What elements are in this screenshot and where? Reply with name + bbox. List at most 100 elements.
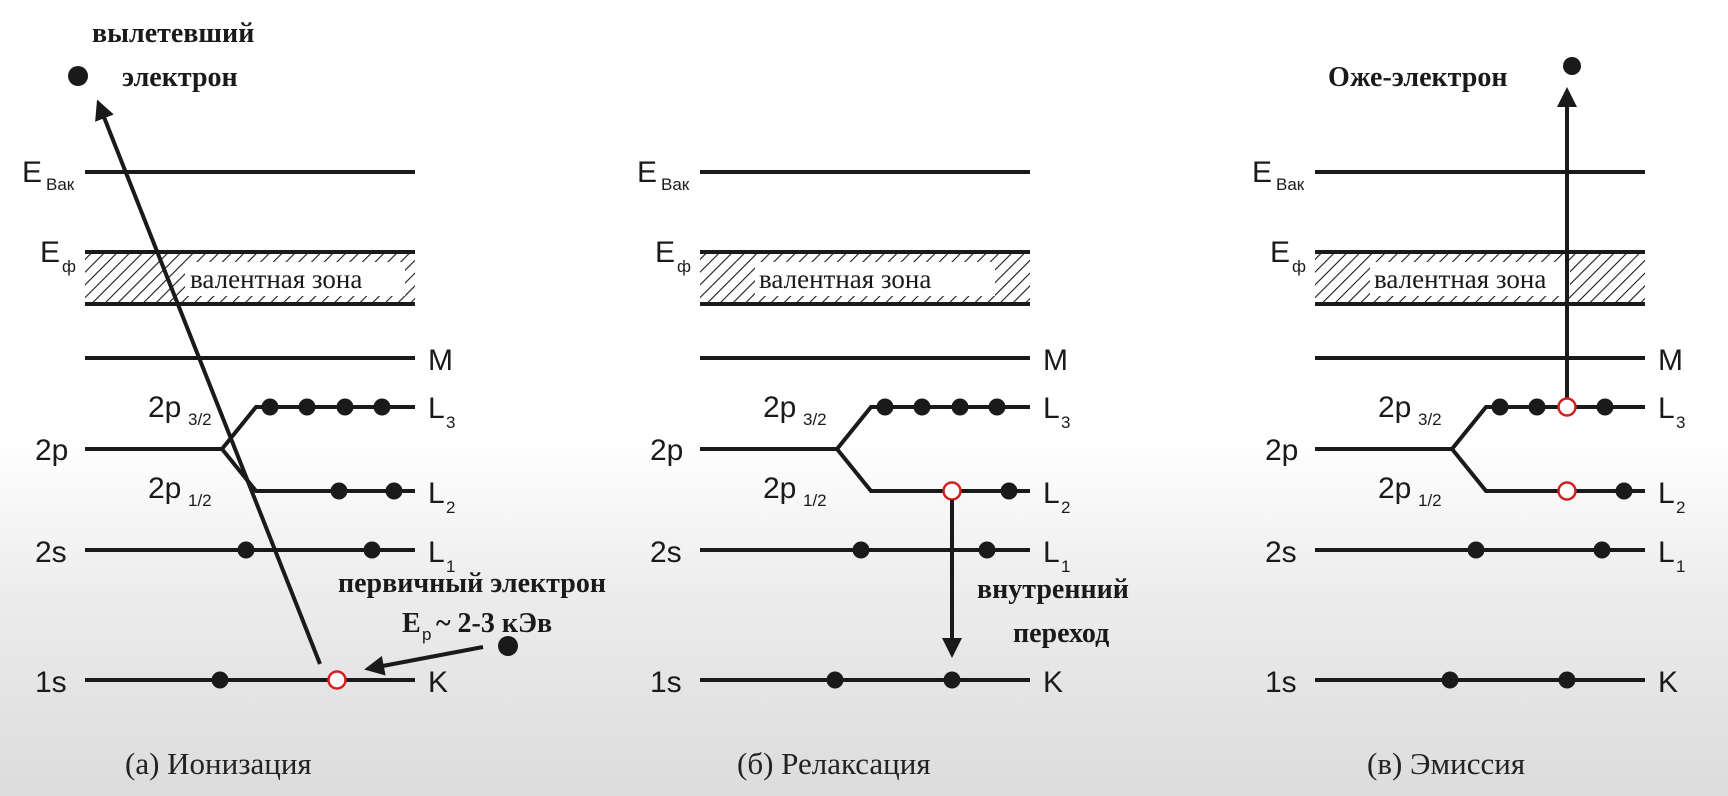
e-vac-sub: Вак	[46, 175, 75, 194]
one-s-label: 1s	[35, 666, 67, 699]
two-p12-sub: 1/2	[188, 491, 212, 510]
electron-l1	[363, 541, 381, 559]
two-p12-sub: 1/2	[803, 491, 827, 510]
two-p12-label: 2p	[763, 472, 796, 505]
two-s-label: 2s	[35, 536, 67, 569]
l3-label: L	[1043, 392, 1060, 425]
primary-energy-sub: p	[422, 625, 431, 644]
transition-label-line1: внутренний	[977, 574, 1129, 605]
auger-label: Оже-электрон	[1328, 62, 1507, 93]
panel-relaxation: валентная зона E Вак E ф M 2p 3/2 L 3 2p…	[637, 156, 1129, 781]
core-hole	[327, 670, 347, 690]
e-vac-label: E	[22, 156, 42, 189]
hole-l2	[1557, 481, 1577, 501]
primary-electron-arrow	[364, 645, 484, 676]
electron-k	[826, 671, 844, 689]
electron-k	[211, 671, 229, 689]
two-p32-sub: 3/2	[803, 410, 827, 429]
one-s-label: 1s	[1265, 666, 1297, 699]
two-p12-label: 2p	[148, 472, 181, 505]
l2-label: L	[1658, 477, 1675, 510]
electron-l3	[298, 398, 316, 416]
e-vac-label: E	[637, 156, 657, 189]
caption-relaxation: (б) Релаксация	[737, 746, 931, 781]
valence-band-label: валентная зона	[190, 264, 362, 294]
electron-l3	[951, 398, 969, 416]
ejection-arrow	[95, 99, 322, 665]
electron-l3	[1596, 398, 1614, 416]
electron-l1	[237, 541, 255, 559]
two-p32-sub: 3/2	[188, 410, 212, 429]
two-p-label: 2p	[1265, 434, 1298, 467]
hole-l3	[1557, 397, 1577, 417]
e-fermi-label: E	[1270, 236, 1290, 269]
two-p32-label: 2p	[148, 391, 181, 424]
l3-label: L	[428, 392, 445, 425]
electron-l3	[876, 398, 894, 416]
two-p32-label: 2p	[1378, 391, 1411, 424]
ejected-label-line1: вылетевший	[92, 18, 254, 49]
two-s-label: 2s	[650, 536, 682, 569]
k-level-label: K	[428, 666, 448, 699]
e-vac-sub: Вак	[661, 175, 690, 194]
e-fermi-label: E	[655, 236, 675, 269]
e-fermi-sub: ф	[677, 257, 691, 276]
electron-l2	[1000, 482, 1018, 500]
electron-l1	[978, 541, 996, 559]
l2-sub: 2	[446, 498, 455, 517]
electron-l3	[988, 398, 1006, 416]
l1-sub: 1	[1061, 557, 1070, 576]
l1-label: L	[1043, 536, 1060, 569]
m-level-label: M	[428, 344, 453, 377]
primary-label-line1: первичный электрон	[338, 568, 606, 599]
primary-electron	[498, 636, 518, 656]
e-fermi-label: E	[40, 236, 60, 269]
electron-k-filled	[943, 671, 961, 689]
electron-k	[1441, 671, 1459, 689]
panel-ionization: валентная зона E Вак E ф M 2p 3/2 L 3 2p…	[22, 18, 606, 781]
electron-l3	[261, 398, 279, 416]
two-p12-sub: 1/2	[1418, 491, 1442, 510]
two-p32-label: 2p	[763, 391, 796, 424]
l2-sub: 2	[1061, 498, 1070, 517]
k-level-label: K	[1658, 666, 1678, 699]
caption-emission: (в) Эмиссия	[1367, 746, 1525, 781]
primary-energy-value: ~ 2-3 кЭв	[436, 608, 552, 639]
electron-l2	[1615, 482, 1633, 500]
electron-l3	[1491, 398, 1509, 416]
l3-sub: 3	[446, 413, 455, 432]
caption-ionization: (а) Ионизация	[125, 746, 312, 781]
two-p32-sub: 3/2	[1418, 410, 1442, 429]
e-vac-sub: Вак	[1276, 175, 1305, 194]
electron-l1	[852, 541, 870, 559]
k-level-label: K	[1043, 666, 1063, 699]
two-p-label: 2p	[35, 434, 68, 467]
electron-k	[1558, 671, 1576, 689]
two-p12-label: 2p	[1378, 472, 1411, 505]
m-level-label: M	[1043, 344, 1068, 377]
hole-l2	[942, 481, 962, 501]
electron-l3	[913, 398, 931, 416]
transition-label-line2: переход	[1013, 618, 1109, 649]
l1-sub: 1	[1676, 557, 1685, 576]
one-s-label: 1s	[650, 666, 682, 699]
ejected-electron	[68, 66, 88, 86]
electron-l2	[385, 482, 403, 500]
l3-sub: 3	[1061, 413, 1070, 432]
e-vac-label: E	[1252, 156, 1272, 189]
panel-emission: валентная зона E Вак E ф M 2p 3/2 L 3 2p…	[1252, 57, 1685, 781]
l1-sub: 1	[446, 557, 455, 576]
electron-l1	[1593, 541, 1611, 559]
m-level-label: M	[1658, 344, 1683, 377]
primary-energy-e: E	[402, 608, 421, 639]
l3-sub: 3	[1676, 413, 1685, 432]
auger-electron	[1563, 57, 1581, 75]
l2-sub: 2	[1676, 498, 1685, 517]
ejected-label-line2: электрон	[122, 62, 238, 93]
e-fermi-sub: ф	[62, 257, 76, 276]
e-fermi-sub: ф	[1292, 257, 1306, 276]
l3-label: L	[1658, 392, 1675, 425]
two-s-label: 2s	[1265, 536, 1297, 569]
electron-l3	[336, 398, 354, 416]
